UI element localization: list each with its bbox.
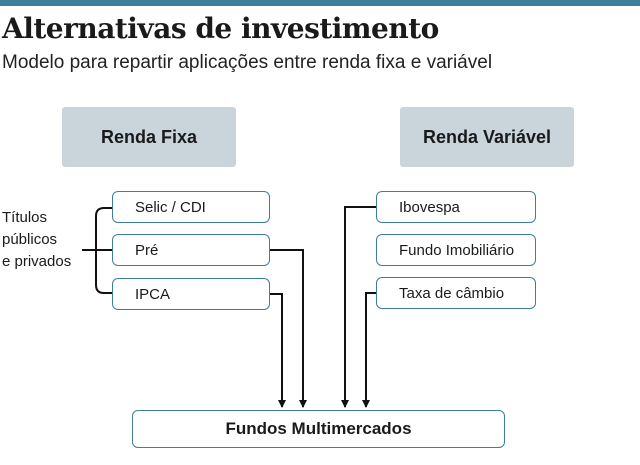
top-accent-rule [0, 0, 640, 6]
page-subtitle: Modelo para repartir aplicações entre re… [2, 52, 493, 73]
fundos-multimercados-box: Fundos Multimercados [132, 410, 505, 448]
renda-variavel-item-label: Fundo Imobiliário [399, 241, 515, 259]
renda-fixa-header: Renda Fixa [62, 107, 236, 167]
renda-fixa-item-label: Pré [135, 241, 159, 259]
renda-variavel-item-ibovespa: Ibovespa [376, 191, 536, 223]
renda-variavel-header: Renda Variável [400, 107, 574, 167]
arrow-taxa-de-cambio [362, 292, 376, 408]
renda-fixa-item-pre: Pré [112, 234, 270, 266]
renda-fixa-item-label: Selic / CDI [135, 198, 206, 216]
page-title: Alternativas de investimento [2, 12, 439, 45]
fundos-multimercados-label: Fundos Multimercados [225, 419, 412, 438]
group-label-line-2: públicos [2, 231, 58, 248]
group-label-line-3: e privados [2, 253, 72, 270]
renda-fixa-item-selic-cdi: Selic / CDI [112, 191, 270, 223]
renda-variavel-item-label: Taxa de câmbio [399, 284, 505, 302]
renda-fixa-item-label: IPCA [135, 285, 171, 303]
renda-variavel-header-label: Renda Variável [422, 126, 552, 147]
arrow-pre [270, 249, 307, 408]
renda-variavel-item-fundo-imobiliario: Fundo Imobiliário [376, 234, 536, 266]
arrow-ibovespa [341, 206, 376, 408]
titulos-group-label: Títulos públicos e privados [2, 207, 71, 273]
renda-variavel-item-taxa-de-cambio: Taxa de câmbio [376, 277, 536, 309]
renda-variavel-item-label: Ibovespa [399, 198, 460, 216]
group-label-line-1: Títulos [2, 209, 48, 226]
renda-fixa-item-ipca: IPCA [112, 278, 270, 310]
renda-fixa-header-label: Renda Fixa [100, 126, 198, 147]
arrow-ipca [270, 293, 286, 408]
